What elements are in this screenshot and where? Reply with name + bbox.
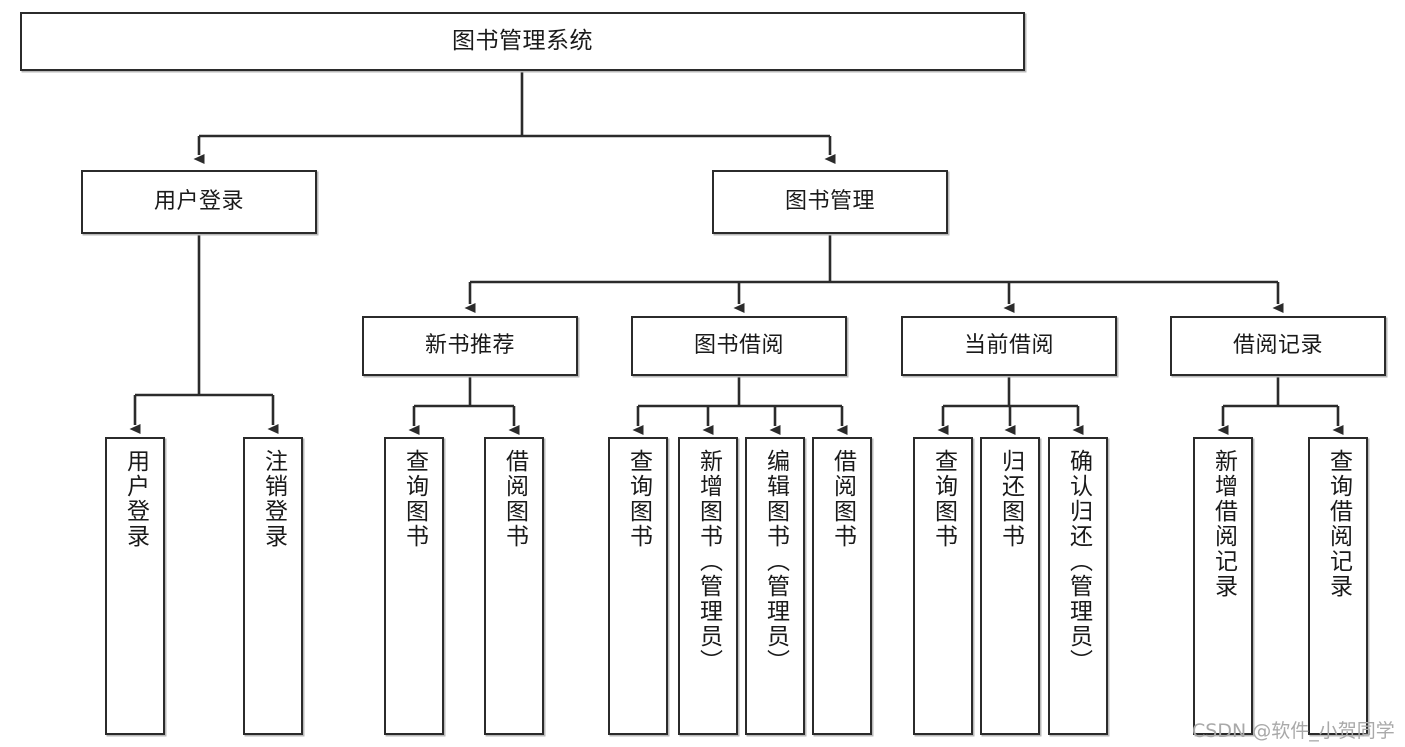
leaf-edit-book[interactable]: 编辑图书（管理员） — [745, 437, 805, 735]
leaf-add-record[interactable]: 新增借阅记录 — [1193, 437, 1253, 735]
node-root-system[interactable]: 图书管理系统 — [20, 12, 1025, 71]
leaf-logout[interactable]: 注销登录 — [243, 437, 303, 735]
node-label: 查询图书 — [401, 449, 428, 549]
leaf-borrow-book-1[interactable]: 借阅图书 — [484, 437, 544, 735]
node-label: 借阅图书 — [501, 449, 528, 549]
node-label: 图书借阅 — [693, 332, 784, 358]
node-label: 编辑图书（管理员） — [762, 449, 789, 674]
node-user-login[interactable]: 用户登录 — [81, 170, 317, 234]
leaf-confirm-return[interactable]: 确认归还（管理员） — [1048, 437, 1108, 735]
leaf-query-record[interactable]: 查询借阅记录 — [1308, 437, 1368, 735]
leaf-borrow-book-2[interactable]: 借阅图书 — [812, 437, 872, 735]
node-label: 新增借阅记录 — [1210, 449, 1237, 599]
node-label: 确认归还（管理员） — [1065, 449, 1092, 674]
leaf-user-login[interactable]: 用户登录 — [105, 437, 165, 735]
node-new-book-recommend[interactable]: 新书推荐 — [362, 316, 578, 376]
leaf-query-book-3[interactable]: 查询图书 — [913, 437, 973, 735]
node-label: 归还图书 — [997, 449, 1024, 549]
node-label: 用户登录 — [153, 188, 244, 214]
leaf-return-book[interactable]: 归还图书 — [980, 437, 1040, 735]
node-label: 注销登录 — [260, 449, 287, 549]
node-label: 借阅图书 — [829, 449, 856, 549]
node-label: 借阅记录 — [1232, 332, 1323, 358]
node-label: 用户登录 — [122, 449, 149, 549]
node-label: 图书管理 — [784, 188, 875, 214]
node-label: 新增图书（管理员） — [695, 449, 722, 674]
node-label: 新书推荐 — [424, 332, 515, 358]
csdn-watermark: CSDN @软件_小贺同学 — [1192, 720, 1395, 742]
node-label: 查询借阅记录 — [1325, 449, 1352, 599]
node-book-manage[interactable]: 图书管理 — [712, 170, 948, 234]
node-book-borrow[interactable]: 图书借阅 — [631, 316, 847, 376]
node-label: 查询图书 — [625, 449, 652, 549]
node-current-borrow[interactable]: 当前借阅 — [901, 316, 1117, 376]
leaf-query-book-2[interactable]: 查询图书 — [608, 437, 668, 735]
leaf-add-book[interactable]: 新增图书（管理员） — [678, 437, 738, 735]
leaf-query-book-1[interactable]: 查询图书 — [384, 437, 444, 735]
node-label: 图书管理系统 — [452, 27, 593, 54]
node-label: 查询图书 — [930, 449, 957, 549]
node-label: 当前借阅 — [963, 332, 1054, 358]
node-borrow-record[interactable]: 借阅记录 — [1170, 316, 1386, 376]
